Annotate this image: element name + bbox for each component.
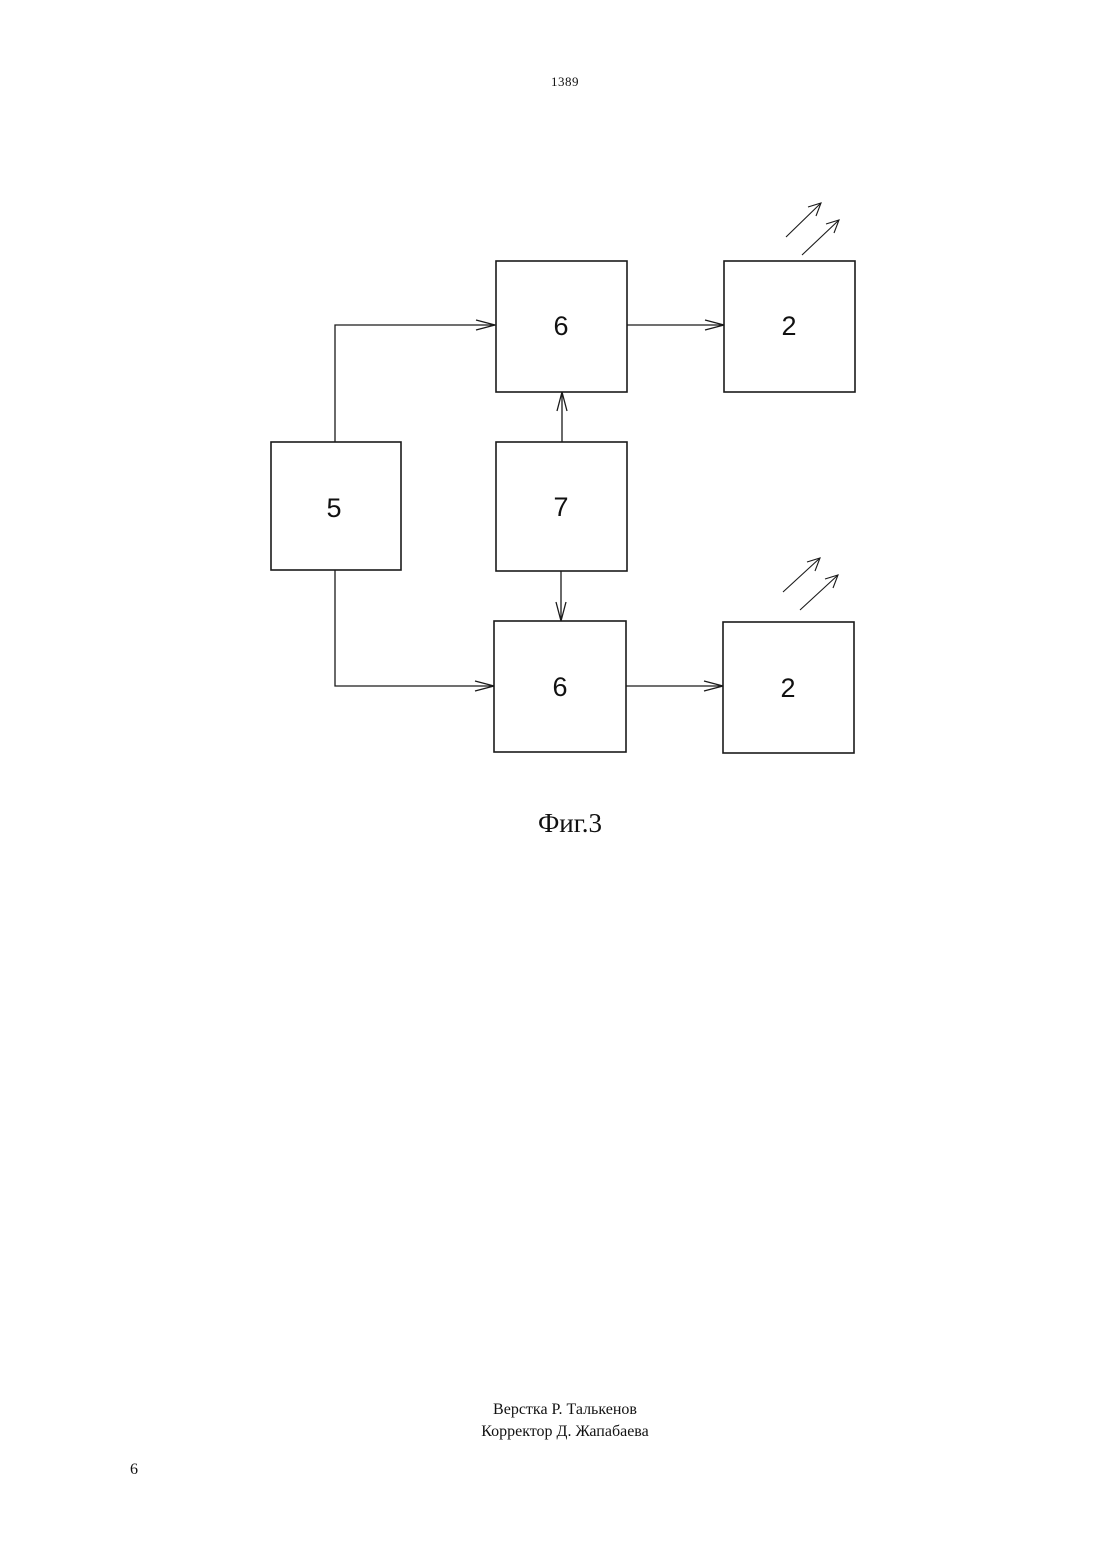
block-6-bottom-label: 6 [552,672,567,702]
block-2-top-label: 2 [781,311,796,341]
radiation-arrows-bottom [783,558,838,610]
block-diagram: 6 2 5 7 6 2 [0,0,1100,800]
corrector-credit: Корректор Д. Жапабаева [0,1421,1100,1443]
layout-credit: Верстка Р. Талькенов [0,1399,1100,1421]
link-5-to-6-top [335,325,495,442]
block-7-label: 7 [553,492,568,522]
credits: Верстка Р. Талькенов Корректор Д. Жапаба… [0,1399,1100,1443]
figure-caption: Фиг.3 [0,808,1100,839]
block-6-top-label: 6 [553,311,568,341]
block-6-top: 6 [496,261,627,392]
block-2-bottom: 2 [723,622,854,753]
block-7: 7 [496,442,627,571]
radiation-arrows-top [786,203,839,255]
block-5-label: 5 [326,493,341,523]
block-2-top: 2 [724,261,855,392]
link-5-to-6-bottom [335,570,494,686]
block-5: 5 [271,442,401,570]
page-number: 6 [130,1461,138,1479]
block-6-bottom: 6 [494,621,626,752]
block-2-bottom-label: 2 [780,673,795,703]
